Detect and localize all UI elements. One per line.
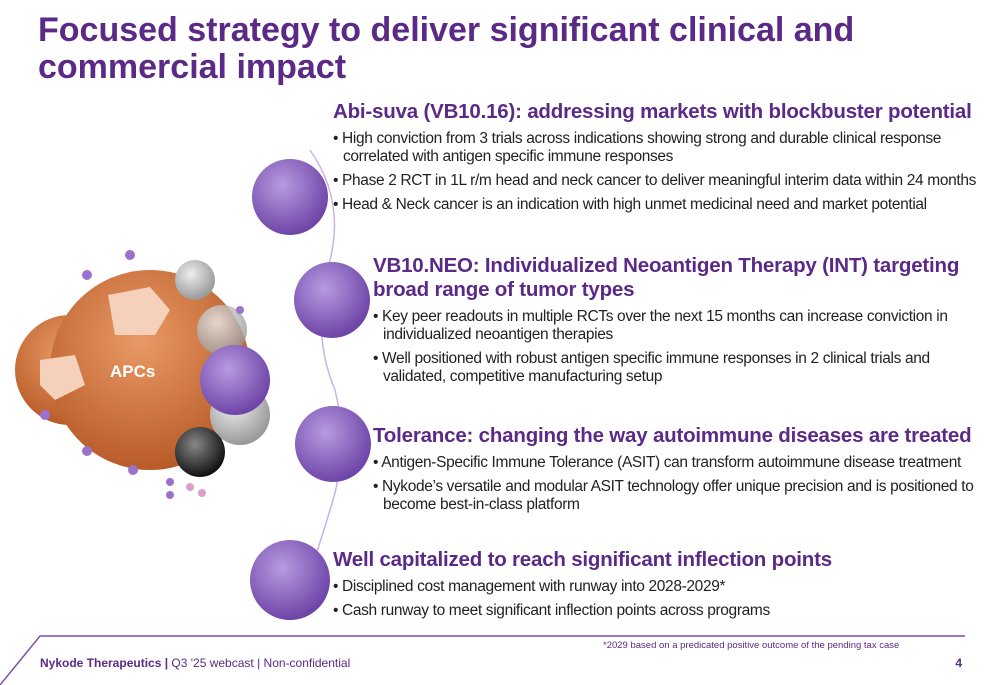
page-title: Focused strategy to deliver significant …: [38, 11, 855, 86]
bullet: Phase 2 RCT in 1L r/m head and neck canc…: [333, 172, 995, 190]
bullet: Key peer readouts in multiple RCTs over …: [373, 308, 995, 344]
section-abi-suva: Abi-suva (VB10.16): addressing markets w…: [333, 100, 995, 220]
bullet: Antigen-Specific Immune Tolerance (ASIT)…: [373, 454, 995, 472]
section-heading: Tolerance: changing the way autoimmune d…: [373, 424, 972, 447]
section-vb10-neo: VB10.NEO: Individualized Neoantigen Ther…: [373, 254, 995, 392]
page-number: 4: [955, 656, 962, 670]
footer-line: [0, 635, 965, 685]
section-tolerance: Tolerance: changing the way autoimmune d…: [373, 424, 995, 520]
apcs-label: APCs: [110, 362, 156, 381]
bullet: Well positioned with robust antigen spec…: [373, 350, 995, 386]
section-heading: VB10.NEO: Individualized Neoantigen Ther…: [373, 254, 960, 301]
sphere-icon: [250, 540, 330, 620]
sphere-icon: [294, 262, 370, 338]
bullet: Nykode’s versatile and modular ASIT tech…: [373, 478, 995, 514]
bullet: Disciplined cost management with runway …: [333, 578, 995, 596]
company-name: Nykode Therapeutics |: [40, 656, 169, 670]
sphere-icon: [295, 406, 371, 482]
footer-info: Q3 '25 webcast | Non-confidential: [171, 656, 351, 670]
footnote: *2029 based on a predicated positive out…: [603, 640, 900, 651]
timeline-spheres: [250, 159, 371, 620]
bullet: Head & Neck cancer is an indication with…: [333, 196, 995, 214]
section-heading: Well capitalized to reach significant in…: [333, 548, 832, 571]
footer: Nykode Therapeutics | Q3 '25 webcast | N…: [40, 656, 350, 670]
bullet: High conviction from 3 trials across ind…: [333, 130, 995, 166]
section-heading: Abi-suva (VB10.16): addressing markets w…: [333, 100, 972, 123]
section-capitalized: Well capitalized to reach significant in…: [333, 548, 995, 626]
apc-cell-illustration: [15, 250, 270, 499]
sphere-icon: [252, 159, 328, 235]
bullet: Cash runway to meet significant inflecti…: [333, 602, 995, 620]
